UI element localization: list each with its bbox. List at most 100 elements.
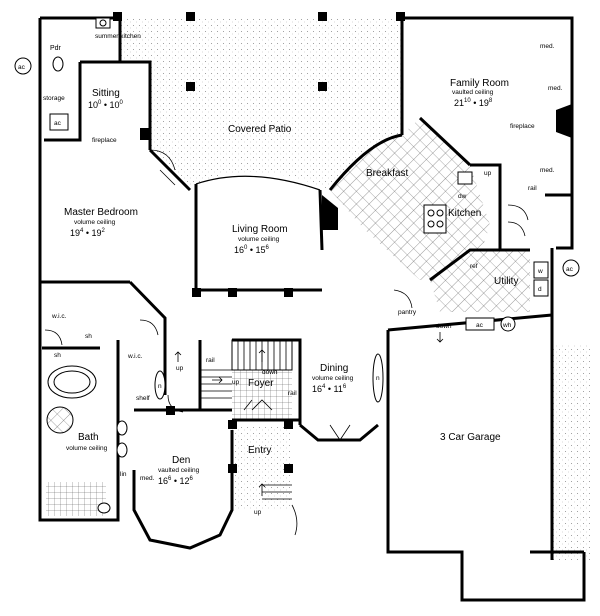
fireplace-left-label: fireplace [92,137,117,144]
garage-down-label: down [436,323,452,330]
fireplace-right-label: fireplace [510,123,535,130]
refrigerator-label: ref [470,263,478,270]
media-niche-label: med. [540,167,555,174]
entry-up-label: up [254,509,262,516]
walk-in-closet-label: w.i.c. [127,353,143,360]
ac-unit-icon [49,113,69,131]
master-bedroom-dims: 194 • 192 [70,228,106,238]
stair-arrows [174,332,444,496]
shelf-label: sh [54,352,61,359]
master-bedroom-label: Master Bedroom [64,207,138,218]
sink-icon [457,171,473,185]
foyer-label: Foyer [248,378,274,389]
dryer-icon [533,279,549,297]
ac-right-label: ac [566,266,574,273]
dining-ceiling: volume ceiling [312,375,354,382]
family-room-label: Family Room [450,78,509,89]
column [228,420,237,429]
living-room-label: Living Room [232,224,288,235]
rail-label: rail [288,390,297,397]
toilet-icon [52,56,64,72]
walk-in-closet-label: w.i.c. [51,313,67,320]
foyer-down-label: down [262,369,278,376]
ac-left-label: ac [18,64,26,71]
column [318,12,327,21]
sitting-room-label: Sitting [92,88,120,99]
dining-dims: 164 • 116 [312,384,347,394]
dining-label: Dining [320,363,348,374]
column [284,464,293,473]
niche-label: n [158,383,162,390]
foyer-tile-floor [232,370,292,420]
column [186,12,195,21]
side-terrace [552,345,592,560]
room-labels: Pdr summer kitchen Sitting 100 • 100 sto… [14,33,580,516]
dryer-label: d [538,286,542,293]
niche-icon [372,353,384,403]
washer-label: w [537,268,543,275]
cooktop-icon [423,204,447,234]
ac-garage-label: ac [476,322,484,329]
rail-label: rail [528,185,537,192]
media-niche-label: med. [540,43,555,50]
foyer-up-label: up [176,365,184,372]
water-heater-icon [500,316,516,332]
column [284,288,293,297]
media-niche-label: med. [548,85,563,92]
ac-label: ac [54,120,62,127]
media-niche-label: med. [140,475,155,482]
kitchen-up-label: up [484,170,492,177]
den-dims: 166 • 126 [158,476,194,486]
sink-icon [97,502,111,514]
breakfast-tile-floor [330,118,490,280]
sink-icon [116,442,128,458]
entry-label: Entry [248,445,271,456]
covered-patio-label: Covered Patio [228,124,292,135]
column [396,12,405,21]
washer-icon [533,261,549,279]
sitting-room-dims: 100 • 100 [88,100,124,110]
entry-walk [232,425,292,510]
column [228,464,237,473]
living-room-dims: 160 • 156 [234,245,270,255]
bath-ceiling: volume ceiling [66,445,108,452]
den-ceiling: vaulted ceiling [158,467,200,474]
foyer-up-label: up [232,379,240,386]
door-swings [44,149,529,441]
column [284,420,293,429]
storage-label: storage [43,95,65,102]
niche-icon [154,370,166,400]
column [113,12,122,21]
rail-label: rail [206,357,215,364]
living-room-ceiling: volume ceiling [238,236,280,243]
garage-label: 3 Car Garage [440,432,501,443]
bath-label: Bath [78,432,99,443]
ac-unit-icon [14,57,32,75]
covered-patio-area [120,18,402,190]
column [228,288,237,297]
family-room-dims: 2110 • 198 [454,98,493,108]
column [318,82,327,91]
water-heater-label: wh [502,322,512,329]
pantry-label: pantry [398,309,417,316]
dishwasher-label: dw [458,193,467,200]
fireplace-icon [140,104,572,230]
kitchen-label: Kitchen [448,208,481,219]
sink-icon [116,420,128,436]
shelf-label: shelf [136,395,150,402]
family-room-ceiling: vaulted ceiling [452,89,494,96]
utility-label: Utility [494,276,518,287]
summer-kitchen-label: summer kitchen [95,33,141,40]
patio-columns [113,12,405,473]
utility-tile-floor [430,250,530,312]
master-bedroom-ceiling: volume ceiling [74,219,116,226]
fixtures [46,17,549,514]
column [166,406,175,415]
shelf-label: sh [85,333,92,340]
bath-shower-tile [46,482,106,516]
column [192,288,201,297]
breakfast-label: Breakfast [366,168,408,179]
powder-room-label: Pdr [50,45,62,52]
niche-label: n [376,375,380,382]
den-label: Den [172,455,190,466]
